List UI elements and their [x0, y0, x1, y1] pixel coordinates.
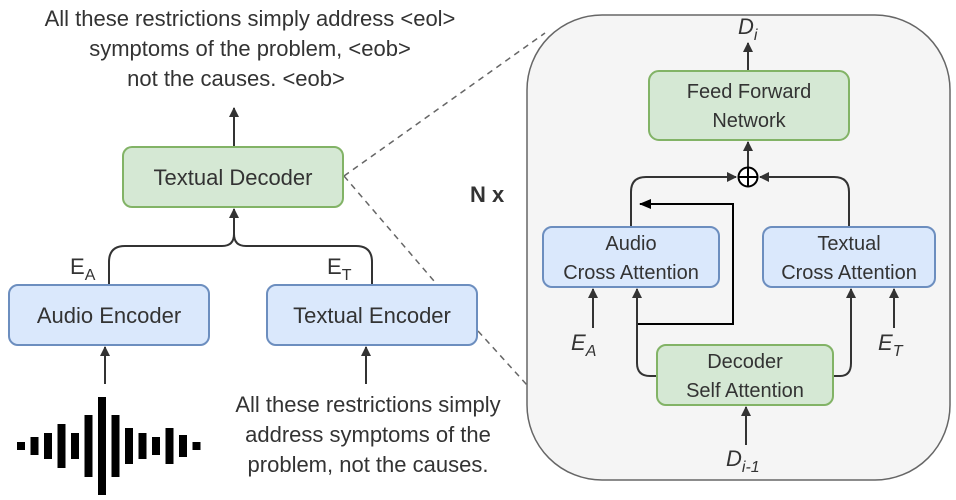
et-label-right: ET	[878, 330, 904, 360]
output-text-line-1: All these restrictions simply address <e…	[45, 6, 456, 31]
output-text-line-3: not the causes. <eob>	[127, 66, 345, 91]
audio-cross-attention-box[interactable]: Audio Cross Attention	[542, 226, 720, 288]
ffn-label-line-1: Feed Forward	[687, 81, 812, 103]
textual-decoder-label: Textual Decoder	[154, 165, 313, 190]
audio-encoder-box[interactable]: Audio Encoder	[8, 284, 210, 346]
audio-ca-to-add-arrow	[630, 172, 737, 227]
waveform-bar	[179, 435, 187, 457]
self-attn-label-line-1: Decoder	[707, 351, 783, 373]
textual-decoder-box[interactable]: Textual Decoder	[122, 146, 344, 208]
di-label: Di	[738, 14, 758, 44]
et-connector	[233, 233, 373, 285]
circled-plus-icon	[737, 166, 759, 188]
audio-waveform-icon	[17, 397, 201, 495]
self-attn-to-textual-ca-arrow	[833, 288, 856, 377]
decoder-self-attention-box[interactable]: Decoder Self Attention	[656, 344, 834, 406]
waveform-bar	[98, 397, 106, 495]
audio-ca-label-line-2: Cross Attention	[563, 262, 699, 284]
waveform-bar	[138, 433, 147, 459]
ffn-label-line-2: Network	[712, 110, 786, 132]
textual-ca-label-line-2: Cross Attention	[781, 262, 917, 284]
textual-cross-attention-box[interactable]: Textual Cross Attention	[762, 226, 936, 288]
waveform-bar	[17, 442, 25, 450]
ea-connector	[108, 233, 235, 285]
residual-connection-arrow	[638, 199, 734, 325]
zoom-line-bottom-b	[477, 330, 528, 386]
repeat-label: N x	[470, 182, 505, 207]
et-label-left: ET	[327, 254, 352, 284]
textual-ca-to-add-arrow	[759, 172, 850, 227]
input-text-line-1: All these restrictions simply	[235, 392, 500, 417]
di-prev-label: Di-1	[726, 446, 760, 476]
textual-encoder-label: Textual Encoder	[293, 303, 451, 328]
waveform-bar	[111, 415, 120, 477]
waveform-bar	[30, 437, 39, 455]
audio-encoder-label: Audio Encoder	[37, 303, 181, 328]
input-text-line-3: problem, not the causes.	[248, 452, 489, 477]
textual-encoder-box[interactable]: Textual Encoder	[266, 284, 478, 346]
zoom-line-top	[343, 32, 546, 177]
audio-ca-label-line-1: Audio	[605, 233, 656, 255]
waveform-bar	[192, 442, 201, 450]
output-text-line-2: symptoms of the problem, <eob>	[89, 36, 411, 61]
ea-label-left: EA	[70, 254, 96, 284]
feed-forward-network-box[interactable]: Feed Forward Network	[648, 70, 850, 141]
waveform-bar	[125, 428, 133, 464]
zoom-line-bottom-a	[343, 175, 435, 282]
textual-ca-label-line-1: Textual	[817, 233, 880, 255]
waveform-bar	[71, 433, 79, 459]
self-attn-to-audio-ca-arrow	[632, 288, 657, 377]
self-attn-label-line-2: Self Attention	[686, 380, 804, 402]
ea-label-right: EA	[571, 330, 596, 360]
waveform-bar	[57, 424, 66, 468]
waveform-bar	[152, 437, 160, 455]
input-text-line-2: address symptoms of the	[245, 422, 491, 447]
waveform-bar	[84, 415, 93, 477]
waveform-bar	[44, 433, 52, 459]
waveform-bar	[165, 428, 174, 464]
